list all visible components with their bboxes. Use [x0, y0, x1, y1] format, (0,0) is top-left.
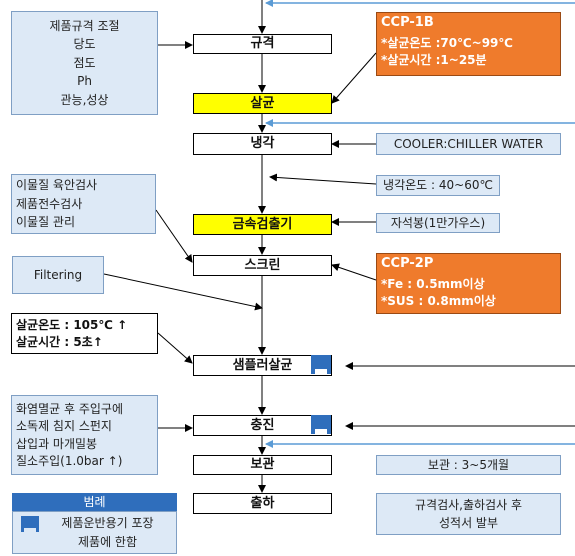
cooler-box: COOLER:CHILLER WATER [376, 133, 561, 155]
ccp-1b-line: *살균온도 :70℃~99℃ [381, 35, 513, 50]
process-metal-detect-label: 금속검출기 [232, 216, 293, 232]
storage-period-box: 보관 : 3~5개월 [376, 455, 561, 475]
storage-period-label: 보관 : 3~5개월 [427, 457, 510, 472]
process-store-label: 보관 [250, 457, 275, 473]
legend-title-text: 범례 [83, 494, 106, 509]
legend-line: 제품에 한함 [77, 534, 137, 549]
process-sample-sterilize-label: 샘플러살균 [232, 357, 293, 373]
process-sample-sterilize: 샘플러살균 [193, 355, 332, 376]
spec-adjust-line: 점도 [73, 55, 96, 70]
process-ship: 출하 [193, 493, 332, 514]
ccp-2p-box: CCP-2P *Fe : 0.5mm이상 *SUS : 0.8mm이상 [376, 253, 561, 314]
foreign-check-line: 제품전수검사 [16, 196, 83, 211]
flame-sterilize-box: 화염멸균 후 주입구에 소독제 침지 스펀지 삽입과 마개밀봉 질소주입(1.0… [11, 395, 158, 475]
process-ship-label: 출하 [250, 495, 275, 511]
process-cool-label: 냉각 [250, 136, 275, 152]
shipping-note-line: 성적서 발부 [438, 516, 498, 530]
flame-line: 질소주입(1.0bar ↑) [16, 453, 123, 468]
process-fill: 충진 [193, 415, 332, 436]
legend-line: 제품운반용기 포장 [61, 516, 154, 531]
process-fill-label: 충진 [250, 417, 275, 433]
process-screen: 스크린 [193, 255, 332, 276]
process-spec: 규격 [193, 34, 332, 54]
legend-title: 범례 [12, 493, 177, 511]
flame-line: 삽입과 마개밀봉 [16, 436, 98, 451]
shipping-note-line: 규격검사,출하검사 후 [415, 497, 522, 512]
spec-adjust-line: 제품규격 조절 [49, 19, 120, 34]
filtering-label: Filtering [33, 267, 83, 282]
spec-adjust-line: 당도 [73, 37, 96, 52]
sterilize-condition-line: 살균온도 : 105℃ ↑ [16, 317, 128, 332]
legend-body: 제품운반용기 포장 제품에 한함 [12, 511, 177, 554]
spec-adjust-box: 제품규격 조절 당도 점도 Ph 관능,성상 [11, 11, 158, 115]
process-metal-detect: 금속검출기 [193, 214, 332, 235]
cooler-label: COOLER:CHILLER WATER [393, 136, 544, 151]
cool-temp-box: 냉각온도 : 40~60℃ [376, 175, 500, 196]
ccp-1b-box: CCP-1B *살균온도 :70℃~99℃ *살균시간 :1~25분 [376, 12, 561, 76]
ccp-2p-title: CCP-2P [381, 256, 434, 271]
spec-adjust-line: Ph [77, 74, 92, 89]
cool-temp-label: 냉각온도 : 40~60℃ [383, 178, 493, 193]
ccp-2p-line: *SUS : 0.8mm이상 [381, 293, 496, 308]
flame-line: 화염멸균 후 주입구에 [16, 401, 123, 416]
foreign-check-line: 이물질 관리 [16, 215, 76, 230]
sterilize-condition-box: 살균온도 : 105℃ ↑ 살균시간 : 5초↑ [11, 313, 158, 354]
process-sterilize: 살균 [193, 93, 332, 114]
shipping-note-box: 규격검사,출하검사 후 성적서 발부 [376, 493, 561, 535]
process-sterilize-label: 살균 [250, 95, 275, 111]
process-screen-label: 스크린 [244, 257, 281, 273]
ccp-2p-line: *Fe : 0.5mm이상 [381, 276, 485, 291]
process-spec-label: 규격 [250, 36, 275, 52]
ccp-1b-line: *살균시간 :1~25분 [381, 52, 487, 67]
magnet-box: 자석봉(1만가우스) [376, 213, 500, 233]
foreign-check-line: 이물질 육안검사 [16, 178, 98, 193]
sterilize-condition-line: 살균시간 : 5초↑ [16, 335, 103, 349]
foreign-check-box: 이물질 육안검사 제품전수검사 이물질 관리 [11, 174, 156, 234]
spec-adjust-line: 관능,성상 [60, 92, 109, 107]
ccp-1b-title: CCP-1B [381, 15, 434, 30]
transport-container-icon [311, 415, 331, 434]
transport-container-icon [311, 355, 331, 374]
magnet-label: 자석봉(1만가우스) [390, 215, 486, 230]
flame-line: 소독제 침지 스펀지 [16, 419, 112, 434]
filtering-box: Filtering [12, 256, 104, 294]
process-cool: 냉각 [193, 133, 332, 155]
process-store: 보관 [193, 455, 332, 475]
transport-container-icon [21, 516, 39, 532]
